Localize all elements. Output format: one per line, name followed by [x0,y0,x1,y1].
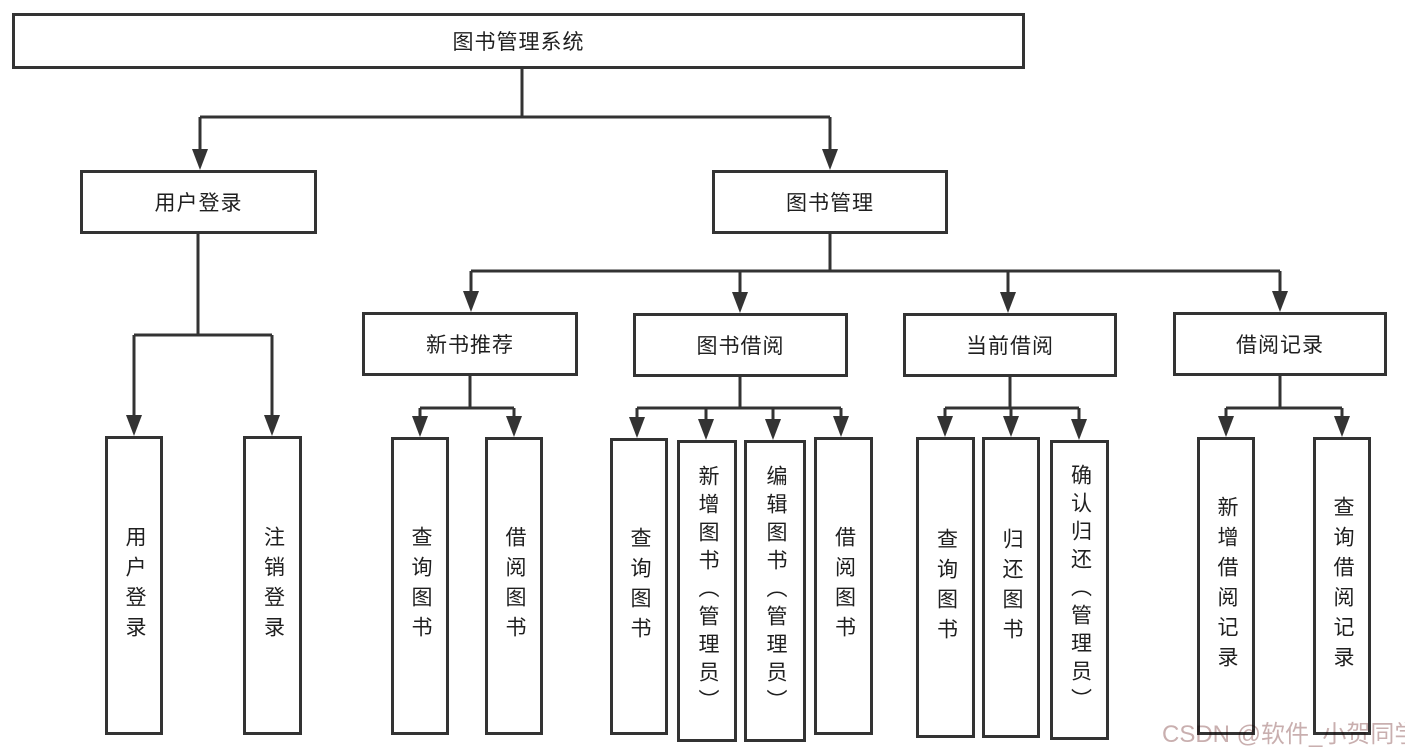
leaf-query-borrow-record: 查询借阅记录 [1313,437,1371,735]
leaf-label: 查询借阅记录 [1331,496,1354,676]
node-borrowing-records: 借阅记录 [1173,312,1387,376]
leaf-logout: 注销登录 [243,436,302,735]
leaf-add-books-admin: 新增图书（管理员） [677,440,737,742]
leaf-confirm-return-admin: 确认归还（管理员） [1050,440,1109,740]
leaf-return-books: 归还图书 [982,437,1040,738]
leaf-label: 新增图书（管理员） [696,465,719,717]
leaf-label: 借阅图书 [503,526,526,646]
leaf-label: 注销登录 [261,525,285,646]
connector-userlogin-to-leaves [126,233,280,436]
leaf-label: 查询图书 [628,526,651,647]
leaf-query-books: 查询图书 [916,437,975,738]
leaf-label: 归还图书 [1000,527,1023,648]
connector-borrowrecord-to-leaves [1218,375,1350,437]
node-label: 新书推荐 [426,334,514,357]
leaf-add-borrow-record: 新增借阅记录 [1197,437,1255,735]
node-label: 图书管理 [786,192,874,215]
node-current-borrowing: 当前借阅 [903,313,1117,377]
leaf-label: 查询图书 [934,527,958,648]
node-label: 借阅记录 [1236,334,1324,357]
node-library-management-system: 图书管理系统 [12,13,1025,69]
csdn-watermark: CSDN @软件_小贺同学 [1162,721,1405,747]
leaf-edit-books-admin: 编辑图书（管理员） [744,440,806,742]
leaf-borrow-books: 借阅图书 [485,437,543,735]
leaf-borrow-books: 借阅图书 [814,437,873,735]
leaf-label: 确认归还（管理员） [1068,464,1092,716]
leaf-label: 用户登录 [123,525,146,646]
leaf-query-books: 查询图书 [610,438,668,735]
node-new-book-recommendation: 新书推荐 [362,312,578,376]
connector-currentborrow-to-leaves [937,377,1087,440]
node-label: 当前借阅 [966,335,1054,358]
node-book-management: 图书管理 [712,170,948,234]
leaf-label: 借阅图书 [832,526,856,646]
leaf-label: 编辑图书（管理员） [764,465,787,717]
leaf-user-login: 用户登录 [105,436,163,735]
leaf-label: 查询图书 [409,526,432,646]
node-user-login: 用户登录 [80,170,317,234]
node-label: 图书借阅 [696,335,785,358]
node-label: 图书管理系统 [452,31,585,54]
node-label: 用户登录 [154,192,243,215]
leaf-query-books: 查询图书 [391,437,449,735]
connector-bookmgmt-to-level3 [463,234,1288,313]
connector-root-to-level2 [192,68,838,170]
connector-newbookrec-to-leaves [412,375,522,437]
node-book-borrowing: 图书借阅 [633,313,848,377]
connector-bookborrow-to-leaves [629,377,849,440]
leaf-label: 新增借阅记录 [1215,496,1238,676]
